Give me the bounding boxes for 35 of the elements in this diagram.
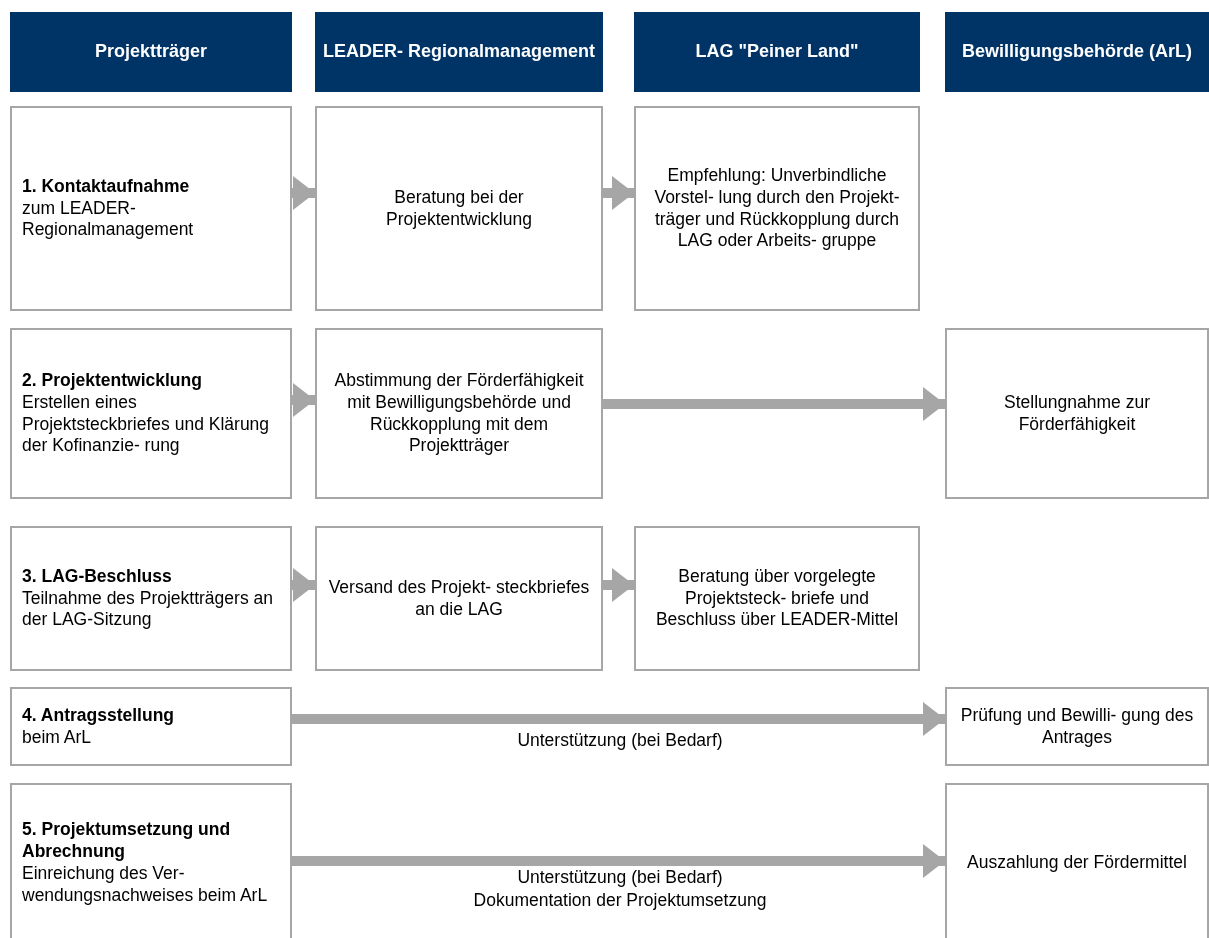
column-header: LAG "Peiner Land" <box>634 12 920 92</box>
step-title: 5. Projektumsetzung und Abrechnung <box>22 819 232 863</box>
step-description: Teilnahme des Projektträgers an der LAG-Sitzung <box>22 587 274 632</box>
arrow <box>292 176 315 210</box>
arrow <box>292 383 315 417</box>
step-description: zum LEADER- Regionalmanagement <box>22 197 195 242</box>
step-box <box>10 106 292 311</box>
step-box <box>10 783 292 938</box>
step-description: Erstellen eines Projektsteckbriefes und Klärung der Kofinanzie- rung <box>22 391 271 458</box>
process-box: Beratung über vorgelegte Projektsteck- briefe und Beschluss über LEADER-Mittel <box>634 526 920 671</box>
arrow <box>603 387 945 421</box>
step-box <box>10 328 292 499</box>
process-box: Empfehlung: Unverbindliche Vorstel- lung durch den Projekt- träger und Rückkopplung durch LAG oder Arbeits- gruppe <box>634 106 920 311</box>
step-description: Einreichung des Ver- wendungsnachweises beim ArL <box>22 863 269 907</box>
process-box: Versand des Projekt- steckbriefes an die LAG <box>315 526 603 671</box>
arrow <box>292 844 945 878</box>
step-title: 2. Projektentwicklung <box>22 369 203 392</box>
arrow <box>292 702 945 736</box>
arrow <box>292 568 315 602</box>
step-box <box>10 526 292 671</box>
process-box: Prüfung und Bewilli- gung des Antrages <box>945 687 1209 766</box>
step-box <box>10 687 292 766</box>
step-title: 4. Antragsstellung <box>22 704 175 727</box>
column-header: LEADER- Regionalmanagement <box>315 12 603 92</box>
process-box: Stellungnahme zur Förderfähigkeit <box>945 328 1209 499</box>
column-header: Bewilligungsbehörde (ArL) <box>945 12 1209 92</box>
process-box: Auszahlung der Fördermittel <box>945 783 1209 938</box>
step-description: beim ArL <box>22 726 93 749</box>
column-header: Projektträger <box>10 12 292 92</box>
step-title: 3. LAG-Beschluss <box>22 565 173 588</box>
step-title: 1. Kontaktaufnahme <box>22 175 191 198</box>
process-box: Beratung bei der Projektentwicklung <box>315 106 603 311</box>
arrow <box>603 176 634 210</box>
process-box: Abstimmung der Förderfähigkeit mit Bewilligungsbehörde und Rückkopplung mit dem Projektträger <box>315 328 603 499</box>
arrow <box>603 568 634 602</box>
